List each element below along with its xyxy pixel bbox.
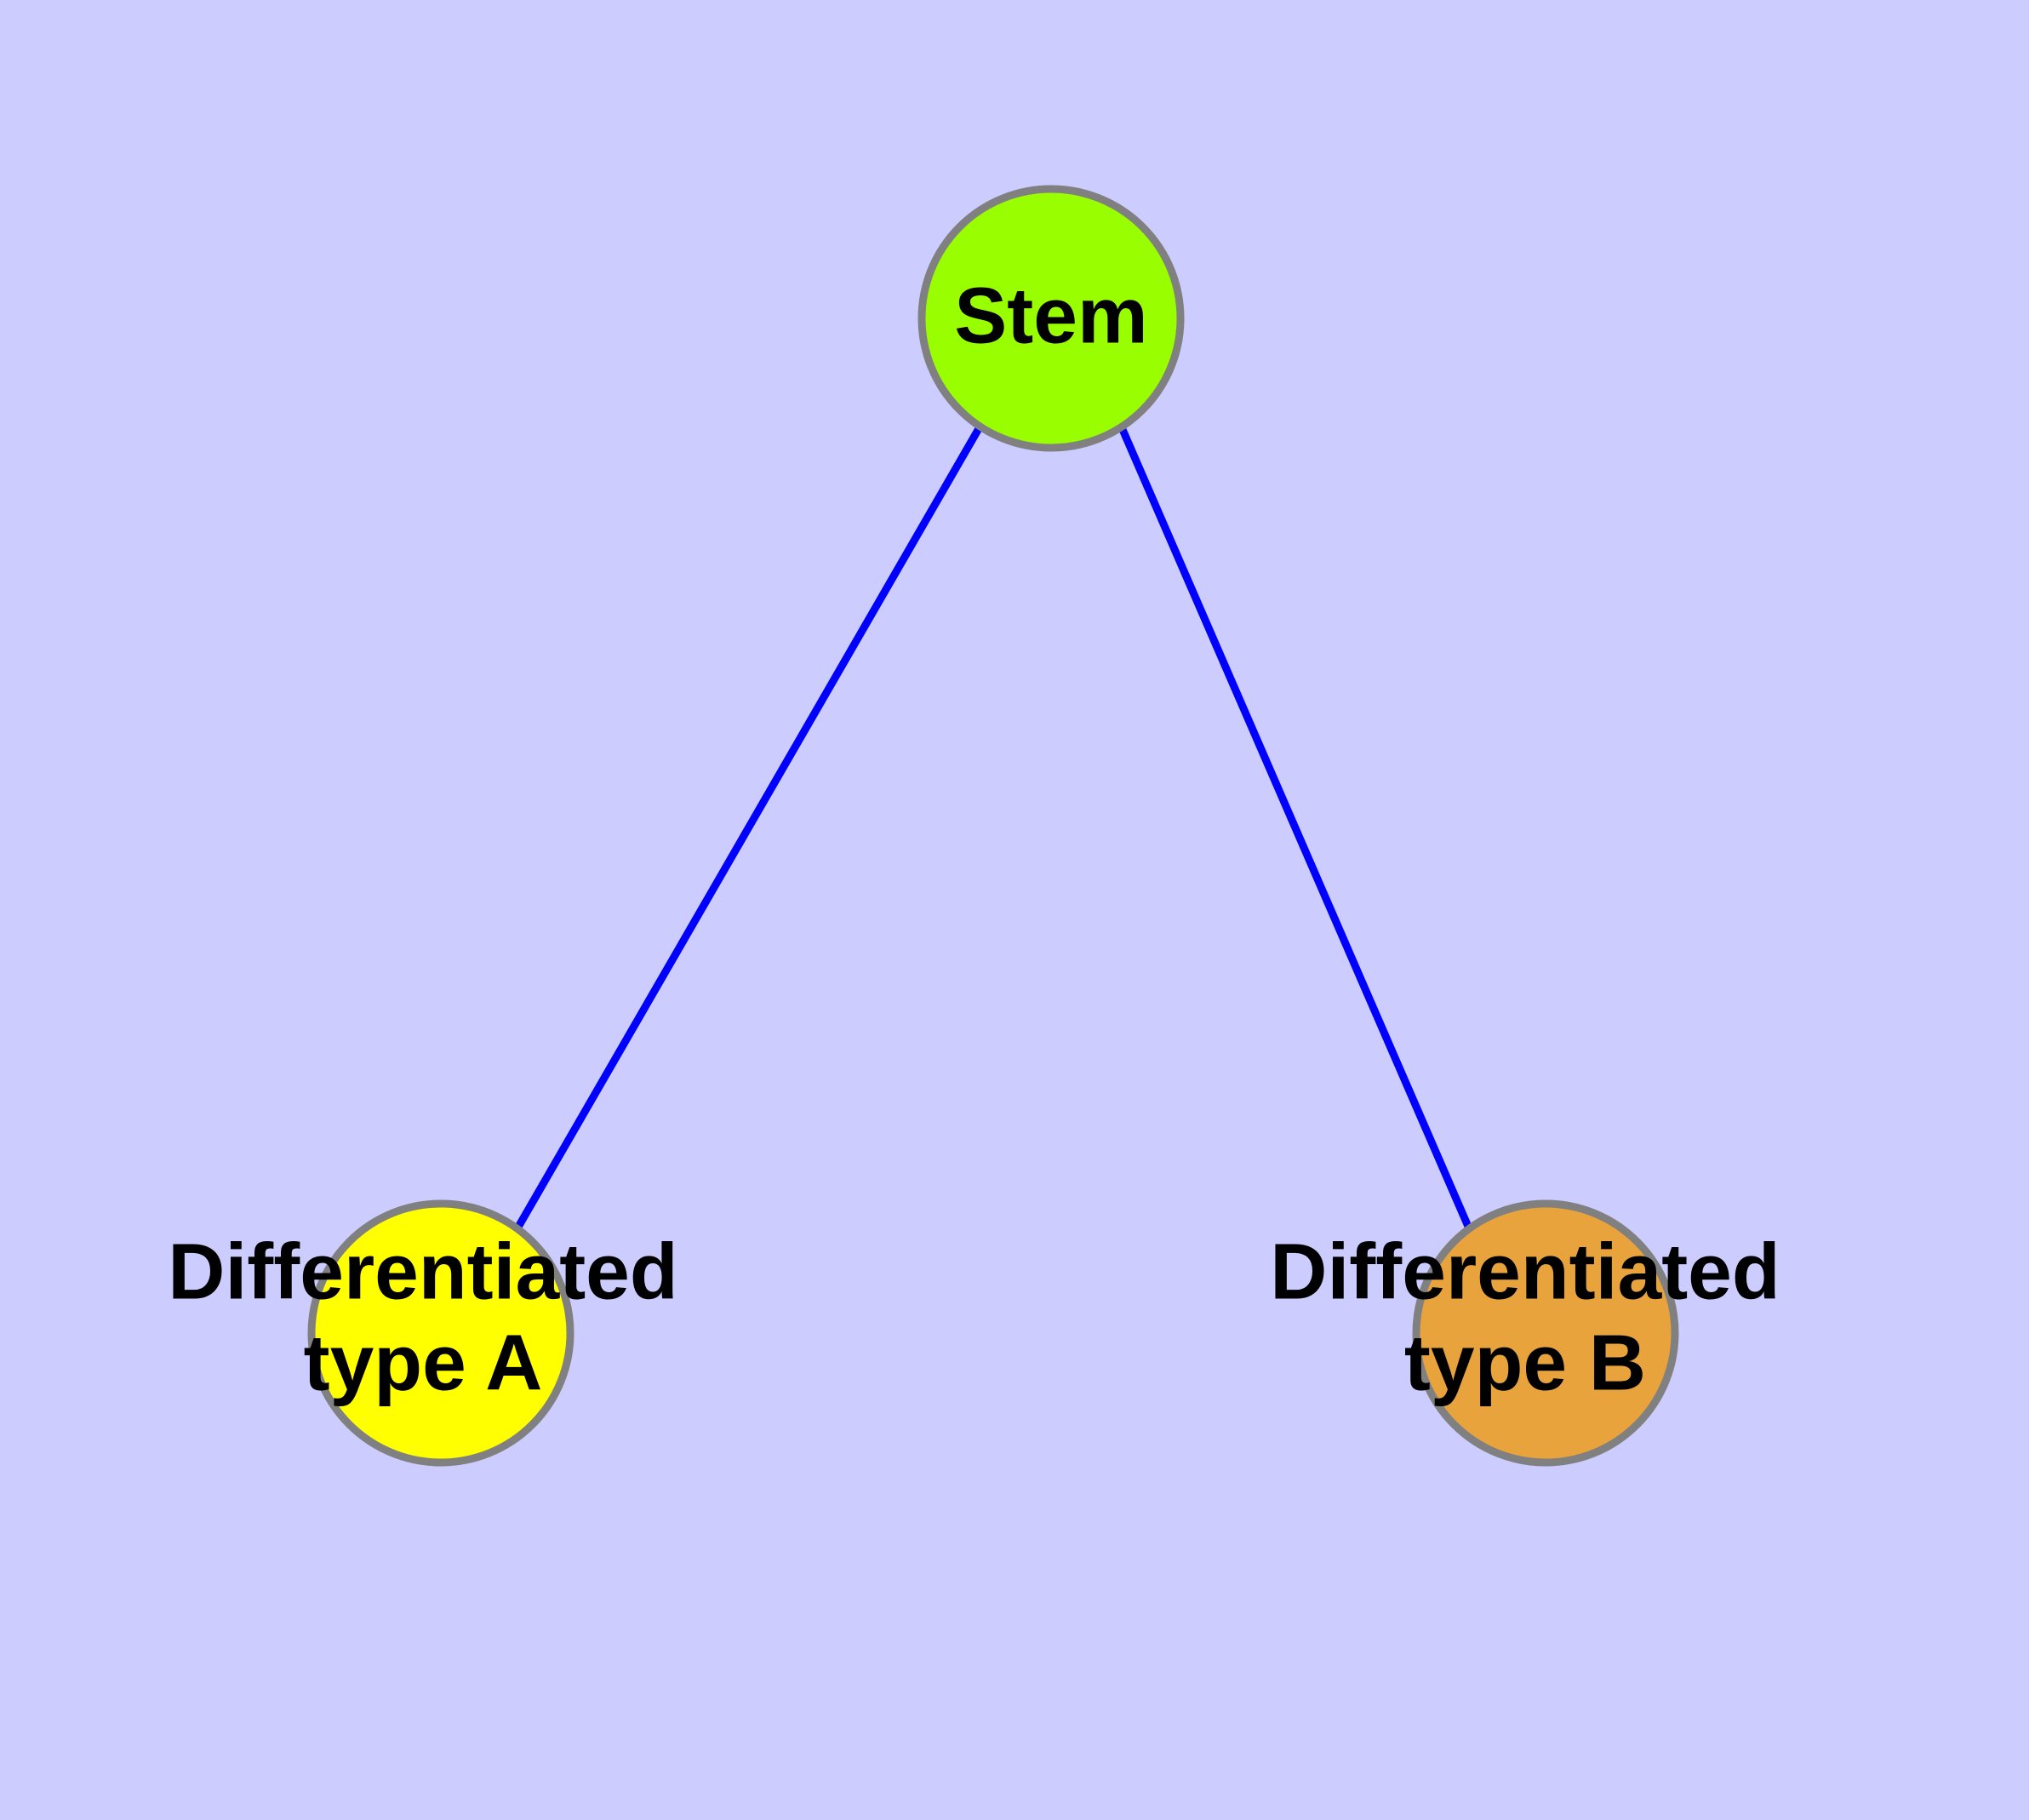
node-label-differentiated-type-a-line1: Differentiated (168, 1228, 677, 1316)
node-circle-differentiated-type-b[interactable] (1412, 1199, 1679, 1467)
node-label-stem: Stem (954, 272, 1147, 360)
node-group (307, 185, 1679, 1467)
label-group: Stem Differentiated type A Differentiate… (168, 272, 1780, 1407)
edge-stem-to-differentiated-type-b[interactable] (1117, 424, 1473, 1230)
node-circle-differentiated-type-a[interactable] (307, 1199, 574, 1467)
node-label-differentiated-type-b-line1: Differentiated (1270, 1228, 1780, 1316)
node-label-differentiated-type-b-line2: type B (1404, 1319, 1646, 1407)
edge-group (514, 423, 1473, 1231)
node-label-differentiated-type-a-line2: type A (304, 1319, 543, 1407)
edge-stem-to-differentiated-type-a[interactable] (514, 423, 984, 1231)
node-circle-stem[interactable] (917, 185, 1185, 452)
